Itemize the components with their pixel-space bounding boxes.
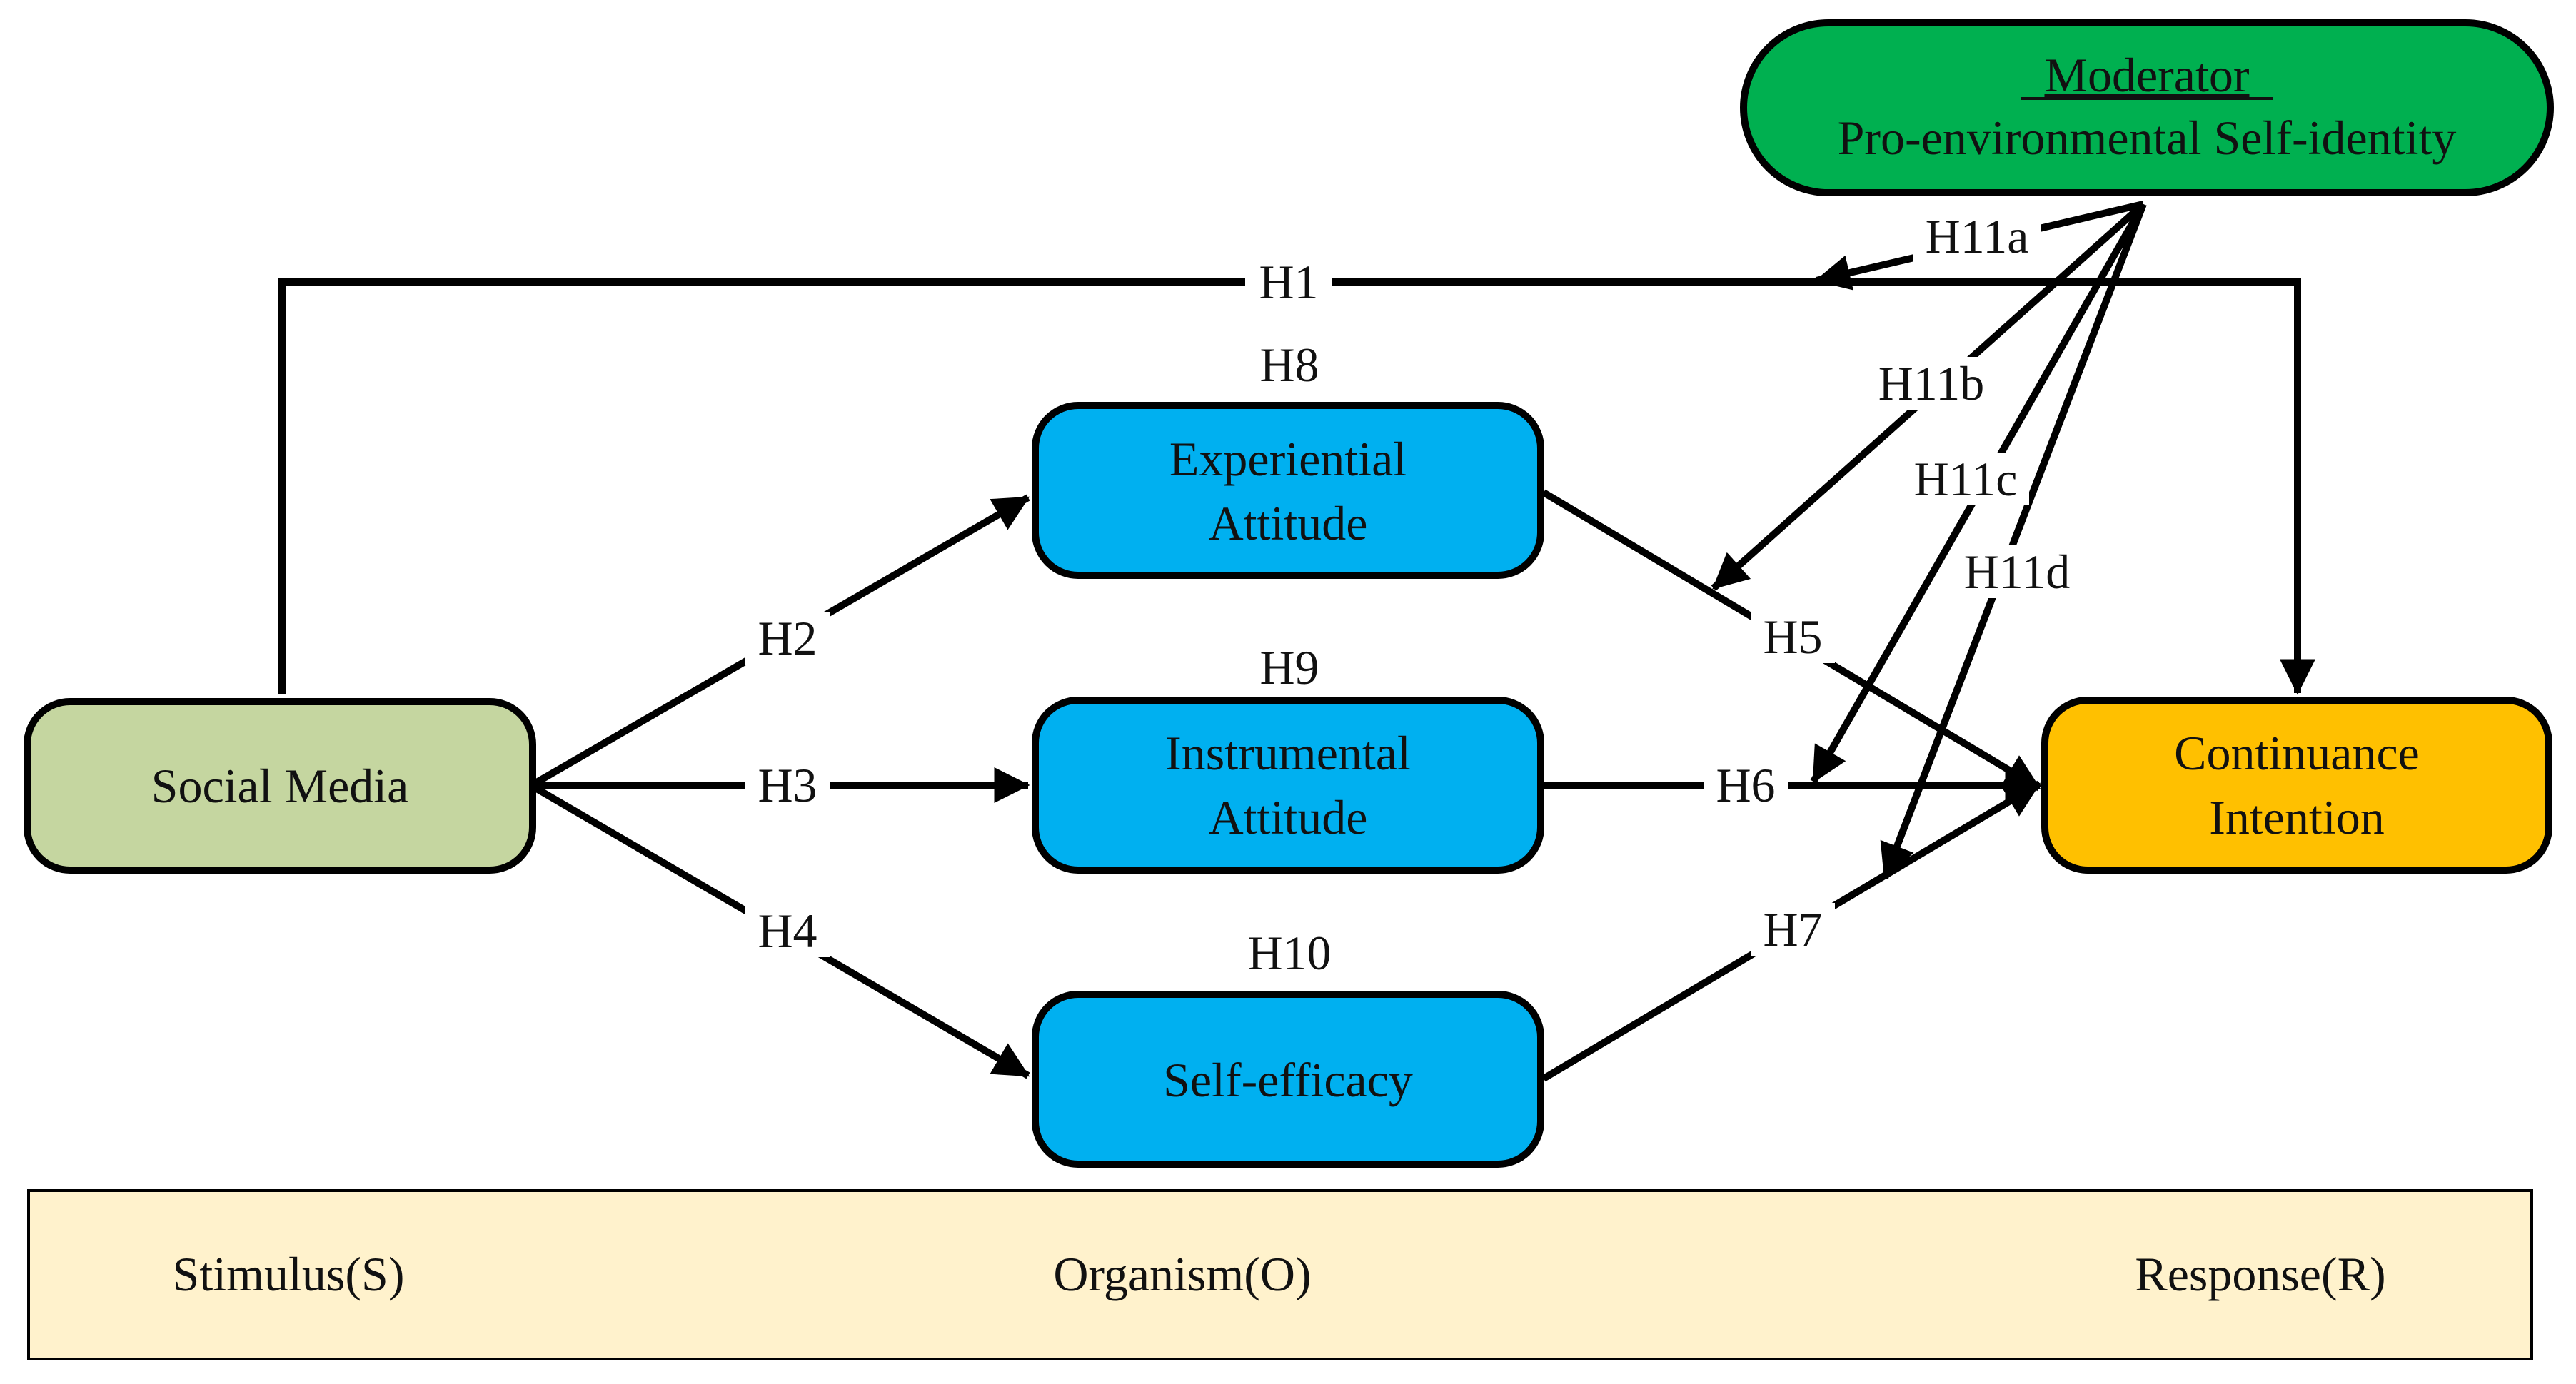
edge-label-h1: H1 [1245, 255, 1332, 309]
edge-label-h5-text: H5 [1763, 610, 1822, 664]
moderator-label: Pro-environmental Self-identity [1838, 111, 2457, 165]
self-efficacy-box [1032, 991, 1544, 1168]
edge-h11d [1880, 203, 2147, 880]
sor-band-box [27, 1189, 2533, 1360]
edge-label-h6-text: H6 [1716, 758, 1775, 812]
hypothesis-h8-label: H8 [1259, 338, 1319, 392]
moderator-node: Moderator Pro-environmental Self-identit… [1740, 19, 2554, 196]
edge-label-h11c-text: H11c [1914, 452, 2018, 506]
stimulus-label: Stimulus(S) [173, 1247, 405, 1301]
continuance-intention-line1: Continuance [2174, 726, 2420, 780]
instrumental-attitude-box [1032, 697, 1544, 874]
self-efficacy-node: H10 Self-efficacy [1032, 926, 1544, 1168]
continuance-intention-line2: Intention [2209, 790, 2385, 844]
edge-label-h11b-text: H11b [1878, 356, 1985, 410]
instrumental-attitude-node: H9 Instrumental Attitude [1032, 640, 1544, 874]
continuance-intention-node: Continuance Intention [2041, 697, 2552, 874]
organism-label: Organism(O) [1053, 1247, 1311, 1301]
experiential-attitude-line1: Experiential [1169, 432, 1407, 486]
social-media-node: Social Media [24, 698, 536, 874]
edge-label-h3: H3 [745, 758, 830, 812]
response-label: Response(R) [2135, 1247, 2385, 1301]
social-media-label: Social Media [151, 759, 409, 813]
instrumental-attitude-line2: Attitude [1209, 790, 1368, 844]
edge-label-h11b: H11b [1868, 356, 1995, 410]
social-media-box [24, 698, 536, 874]
edge-label-h3-text: H3 [758, 758, 817, 812]
edge-label-h4-text: H4 [758, 904, 817, 958]
hypothesis-h9-label: H9 [1259, 640, 1319, 694]
edge-label-h11a-text: H11a [1926, 209, 2029, 263]
self-efficacy-label: Self-efficacy [1163, 1053, 1413, 1107]
edge-label-h6: H6 [1704, 758, 1788, 812]
edge-label-h11d-text: H11d [1964, 545, 2071, 599]
edge-label-h1-text: H1 [1259, 255, 1318, 309]
edge-label-h4: H4 [745, 904, 830, 958]
experiential-attitude-line2: Attitude [1209, 496, 1368, 550]
experiential-attitude-node: H8 Experiential Attitude [1032, 338, 1544, 579]
edge-label-h11a: H11a [1913, 209, 2041, 263]
edge-label-h7-text: H7 [1763, 902, 1822, 956]
edge-label-h2: H2 [745, 611, 830, 665]
edge-label-h11d: H11d [1953, 545, 2081, 599]
experiential-attitude-box [1032, 402, 1544, 579]
edge-labels: H1 H2 H3 H4 H5 H6 H7 H11a [745, 209, 2081, 958]
edge-label-h2-text: H2 [758, 611, 817, 665]
edge-label-h11c: H11c [1902, 452, 2029, 506]
instrumental-attitude-line1: Instrumental [1165, 726, 1411, 780]
moderator-box [1740, 19, 2554, 196]
hypothesis-h10-label: H10 [1247, 926, 1331, 980]
edge-label-h5: H5 [1751, 610, 1835, 664]
edge-label-h7: H7 [1751, 902, 1835, 956]
sor-band: Stimulus(S) Organism(O) Response(R) [27, 1189, 2533, 1360]
continuance-intention-box [2041, 697, 2552, 874]
moderator-title: Moderator [2044, 48, 2249, 102]
